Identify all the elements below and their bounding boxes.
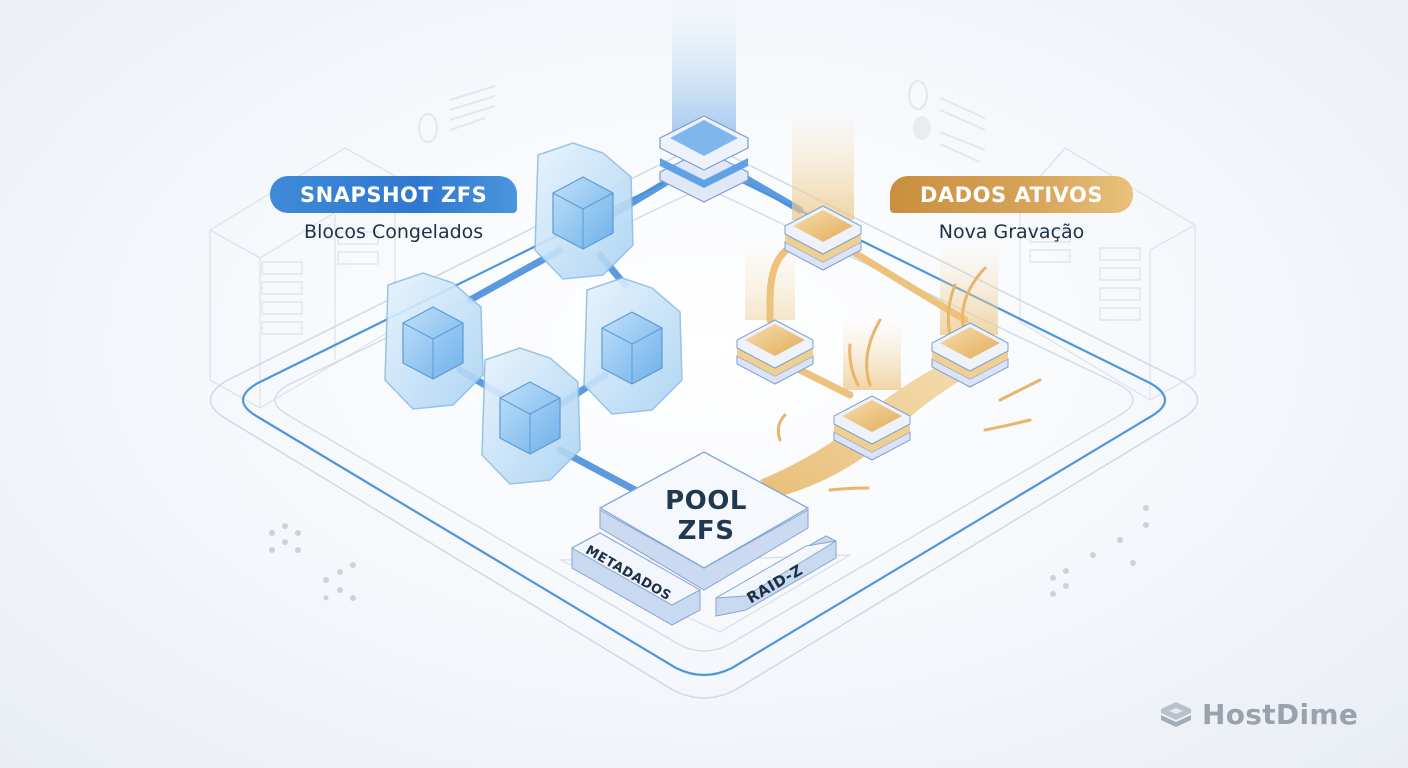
active-data-label: DADOS ATIVOS Nova Gravação <box>890 176 1134 243</box>
data-block-icon <box>931 322 1009 388</box>
brand-name: HostDime <box>1202 698 1359 731</box>
snapshot-subtitle: Blocos Congelados <box>304 221 484 243</box>
data-block-icon <box>784 205 862 271</box>
snapshot-ice-blocks <box>384 142 683 485</box>
ice-cube-icon <box>384 272 484 410</box>
document-icon-right <box>908 80 986 163</box>
snapshot-label: SNAPSHOT ZFS Blocos Congelados <box>270 176 518 243</box>
dot-pattern-right <box>1050 505 1149 597</box>
top-node-block <box>659 115 749 203</box>
pool-zfs-block <box>559 451 851 633</box>
server-rack-icon-right <box>1019 147 1196 401</box>
data-block-icon <box>736 319 814 385</box>
active-data-title: DADOS ATIVOS <box>890 176 1134 213</box>
pool-title-line2: ZFS <box>677 516 735 546</box>
brand-logo: HostDime <box>1158 698 1358 731</box>
snapshot-title: SNAPSHOT ZFS <box>270 176 518 213</box>
active-data-blocks <box>736 205 1009 461</box>
data-block-icon <box>833 395 911 461</box>
ice-cube-icon <box>534 142 634 280</box>
flow-arrows <box>776 266 1042 492</box>
pool-title: POOL ZFS <box>636 486 776 546</box>
dot-pattern-left <box>269 523 356 601</box>
document-icon-left <box>418 85 496 143</box>
active-data-subtitle: Nova Gravação <box>938 221 1085 243</box>
hostdime-logo-icon <box>1161 701 1191 727</box>
ice-cube-icon <box>481 347 581 485</box>
pool-title-line1: POOL <box>665 486 747 516</box>
ice-cube-icon <box>583 277 683 415</box>
